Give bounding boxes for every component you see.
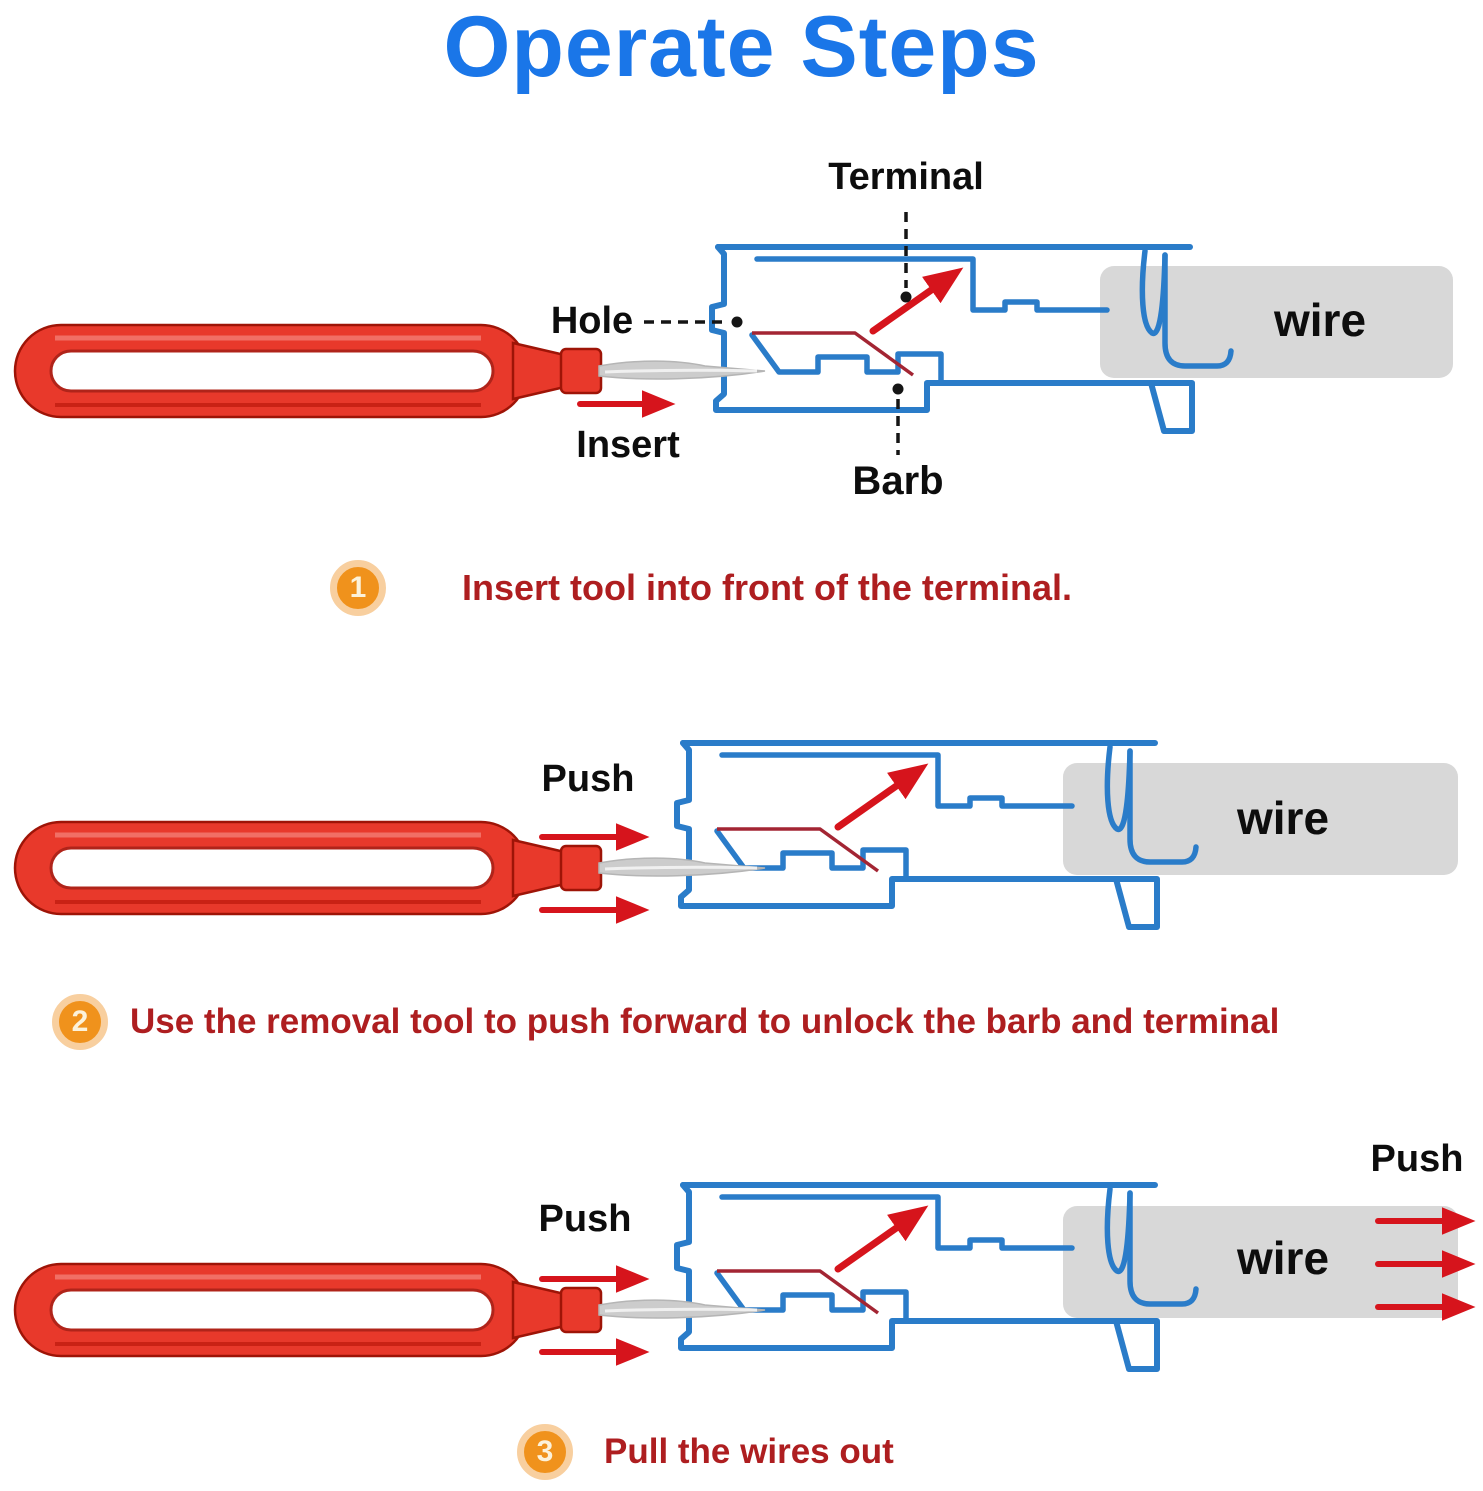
diagram-3 — [15, 1185, 1476, 1369]
step-1-text: Insert tool into front of the terminal. — [462, 567, 1072, 608]
push-label-3-left: Push — [538, 1198, 632, 1240]
wire-label-3: wire — [1236, 1232, 1330, 1284]
insert-label: Insert — [576, 424, 680, 466]
diagram-2 — [15, 743, 1458, 927]
hole-label: Hole — [550, 300, 634, 342]
push-label-3-right: Push — [1370, 1138, 1464, 1180]
step-2-text: Use the removal tool to push forward to … — [130, 1002, 1280, 1041]
barb-label: Barb — [852, 459, 944, 503]
wire-label-2: wire — [1236, 792, 1330, 844]
diagram-1 — [15, 212, 1453, 455]
wire-1 — [1100, 266, 1453, 378]
wire-2 — [1063, 763, 1458, 875]
step-3-badge: 3 — [517, 1424, 573, 1480]
wire-label-1: wire — [1273, 294, 1367, 346]
page-title: Operate Steps — [443, 0, 1040, 95]
terminal-label: Terminal — [828, 156, 984, 198]
step-2-badge: 2 — [52, 994, 108, 1050]
push-label-2: Push — [541, 758, 635, 800]
step-1-badge: 1 — [330, 560, 386, 616]
wire-3 — [1063, 1206, 1458, 1318]
step-3-text: Pull the wires out — [604, 1432, 894, 1471]
